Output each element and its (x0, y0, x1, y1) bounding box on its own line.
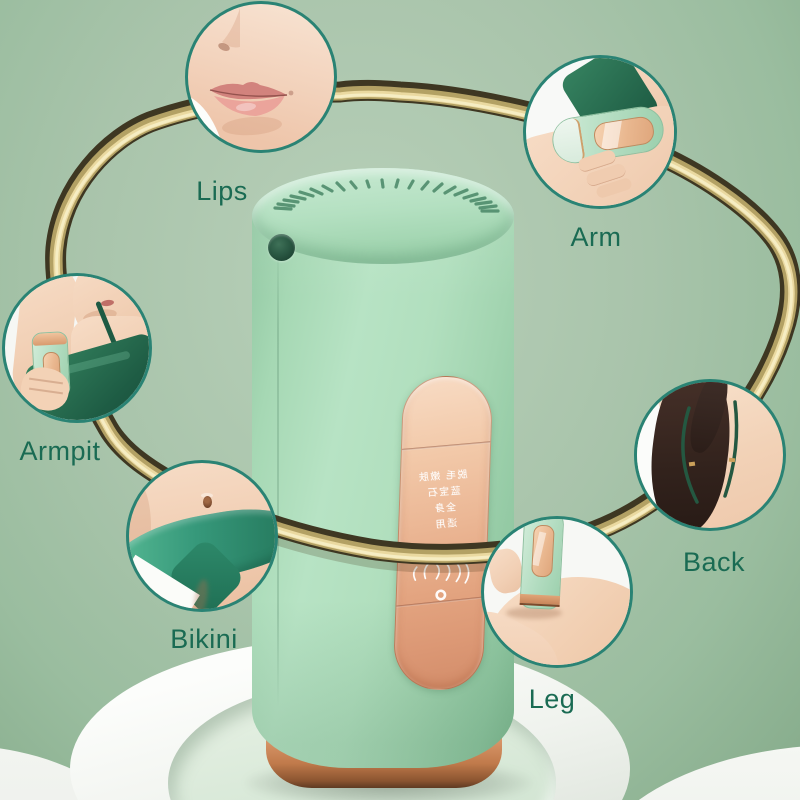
device-side-hole (268, 234, 295, 261)
mini-device-head (32, 332, 67, 346)
label-leg: Leg (528, 684, 576, 714)
leg-mini-device (519, 519, 565, 610)
contact-shadow (506, 607, 562, 619)
vent-grille (273, 178, 500, 213)
navel (203, 496, 212, 508)
mini-device-base-plate (519, 593, 561, 607)
inset-bikini-photo (126, 460, 278, 612)
inset-armpit-photo (2, 273, 152, 423)
lips-illustration (188, 8, 294, 150)
label-lips: Lips (196, 176, 248, 206)
device-seam-line (277, 238, 279, 708)
window-shine (531, 531, 547, 567)
label-bikini: Bikini (170, 624, 238, 654)
mini-device-window (531, 524, 555, 578)
inset-back-photo (634, 379, 786, 531)
label-back: Back (682, 547, 746, 577)
window-shine (600, 117, 622, 153)
camisole-straps (681, 400, 739, 504)
device-control-panel: 脱毛 嫩肤 蓝宝石 全身 适用 (392, 374, 494, 692)
vibration-waves-icon (412, 562, 470, 601)
inset-arm-photo (523, 55, 677, 209)
inset-lips-photo (185, 1, 337, 153)
inset-leg-photo (481, 516, 633, 668)
label-arm: Arm (570, 222, 622, 252)
navel-highlight (201, 493, 213, 498)
label-armpit: Armpit (19, 436, 101, 466)
